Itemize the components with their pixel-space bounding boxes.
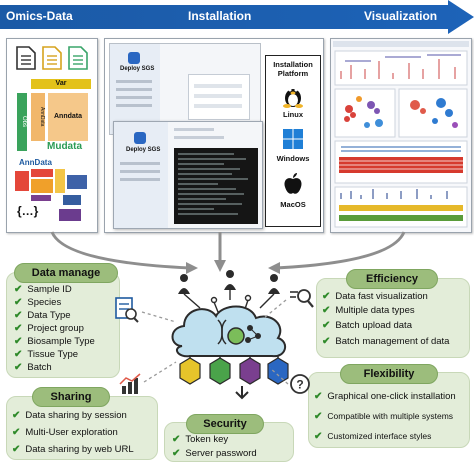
database-search-icon: [115, 297, 139, 323]
flexibility-title: Flexibility: [340, 364, 438, 384]
windows-icon: [283, 129, 303, 149]
efficiency-item: ✔Batch management of data: [322, 336, 450, 347]
omics-data-panel: Var Obs AnnData Anndata Mudata AnnData {…: [6, 38, 98, 233]
installer-window-back: Deploy SGS: [109, 43, 261, 135]
obs-bar: Obs: [17, 93, 27, 151]
platform-macos: MacOS: [280, 200, 306, 209]
platform-windows: Windows: [276, 154, 310, 163]
data-manage-item: ✔Batch: [14, 362, 52, 373]
banner-omics-data: Omics-Data: [6, 9, 73, 23]
document-icon: [16, 46, 36, 70]
data-manage-item: ✔Sample ID: [14, 284, 72, 295]
banner-visualization: Visualization: [364, 9, 438, 23]
data-manage-item: ✔Project group: [14, 323, 84, 334]
svg-text:?: ?: [296, 378, 303, 392]
sharing-item: ✔Data sharing by web URL: [12, 444, 134, 455]
help-icon: ?: [290, 374, 310, 394]
flexibility-item: ✔Compatible with multiple systems: [314, 411, 454, 422]
data-cubes: [179, 357, 289, 385]
security-title: Security: [186, 414, 264, 434]
data-manage-title: Data manage: [14, 263, 118, 283]
efficiency-item: ✔Batch upload data: [322, 320, 412, 331]
visualization-screenshot: [333, 41, 469, 228]
deploy-title-back: Deploy SGS: [120, 66, 155, 72]
installation-panel: Deploy SGS Deploy SGS: [104, 38, 324, 233]
workflow-banner: Omics-Data Installation Visualization: [0, 0, 474, 34]
flexibility-item: ✔Customized interface styles: [314, 431, 432, 442]
installer-window-front: Deploy SGS: [113, 121, 263, 229]
data-manage-item: ✔Tissue Type: [14, 349, 79, 360]
platform-linux: Linux: [283, 110, 303, 119]
security-item: ✔Token key: [172, 434, 229, 445]
anndata-block-top: [31, 169, 53, 177]
users-icon: [178, 270, 280, 294]
anndata-block-main: [31, 179, 53, 193]
download-icon: [235, 386, 249, 400]
efficiency-item: ✔Data fast visualization: [322, 291, 428, 302]
efficiency-title: Efficiency: [346, 269, 438, 289]
visualization-panel: [330, 38, 472, 233]
bar-chart-icon: [119, 373, 141, 394]
efficiency-item: ✔Multiple data types: [322, 305, 415, 316]
data-manage-item: ✔Species: [14, 297, 62, 308]
data-manage-item: ✔Data Type: [14, 310, 71, 321]
banner-arrow: [0, 0, 474, 34]
mudata-label: Mudata: [47, 141, 82, 152]
terminal-output: [174, 148, 258, 224]
anndata-block-side: [55, 169, 65, 193]
apple-icon: [284, 173, 302, 194]
anndata-block-red: [15, 171, 29, 191]
convergence-arrows: [50, 231, 406, 274]
search-icon: [290, 289, 314, 308]
uns-block-1: [63, 195, 81, 205]
data-manage-box: [6, 272, 120, 378]
banner-installation: Installation: [188, 9, 252, 23]
annotation-block: AnnData: [31, 93, 45, 141]
sharing-item: ✔Data sharing by session: [12, 410, 127, 421]
sharing-item: ✔Multi-User exploration: [12, 427, 118, 438]
anndata-block: Anndata: [48, 93, 88, 141]
linux-icon: [283, 88, 303, 108]
data-manage-item: ✔Biosample Type: [14, 336, 95, 347]
deploy-title-front: Deploy SGS: [126, 147, 161, 153]
installation-platform-box: Installation Platform Linux Windows MacO…: [265, 55, 321, 227]
dict-icon: {…}: [17, 204, 39, 218]
anndata-block-blue: [67, 175, 87, 189]
file-icons: [16, 46, 88, 70]
flexibility-box: [308, 372, 470, 448]
platform-title: Installation Platform: [273, 60, 313, 78]
uns-block-2: [59, 209, 81, 221]
central-cloud-hub: [171, 270, 289, 400]
flexibility-item: ✔Graphical one-click installation: [314, 391, 456, 402]
security-item: ✔Server password: [172, 448, 257, 459]
anndata-block-purple: [31, 195, 51, 201]
var-bar: Var: [31, 79, 91, 89]
anndata-label: AnnData: [19, 158, 52, 167]
sharing-title: Sharing: [32, 387, 110, 407]
